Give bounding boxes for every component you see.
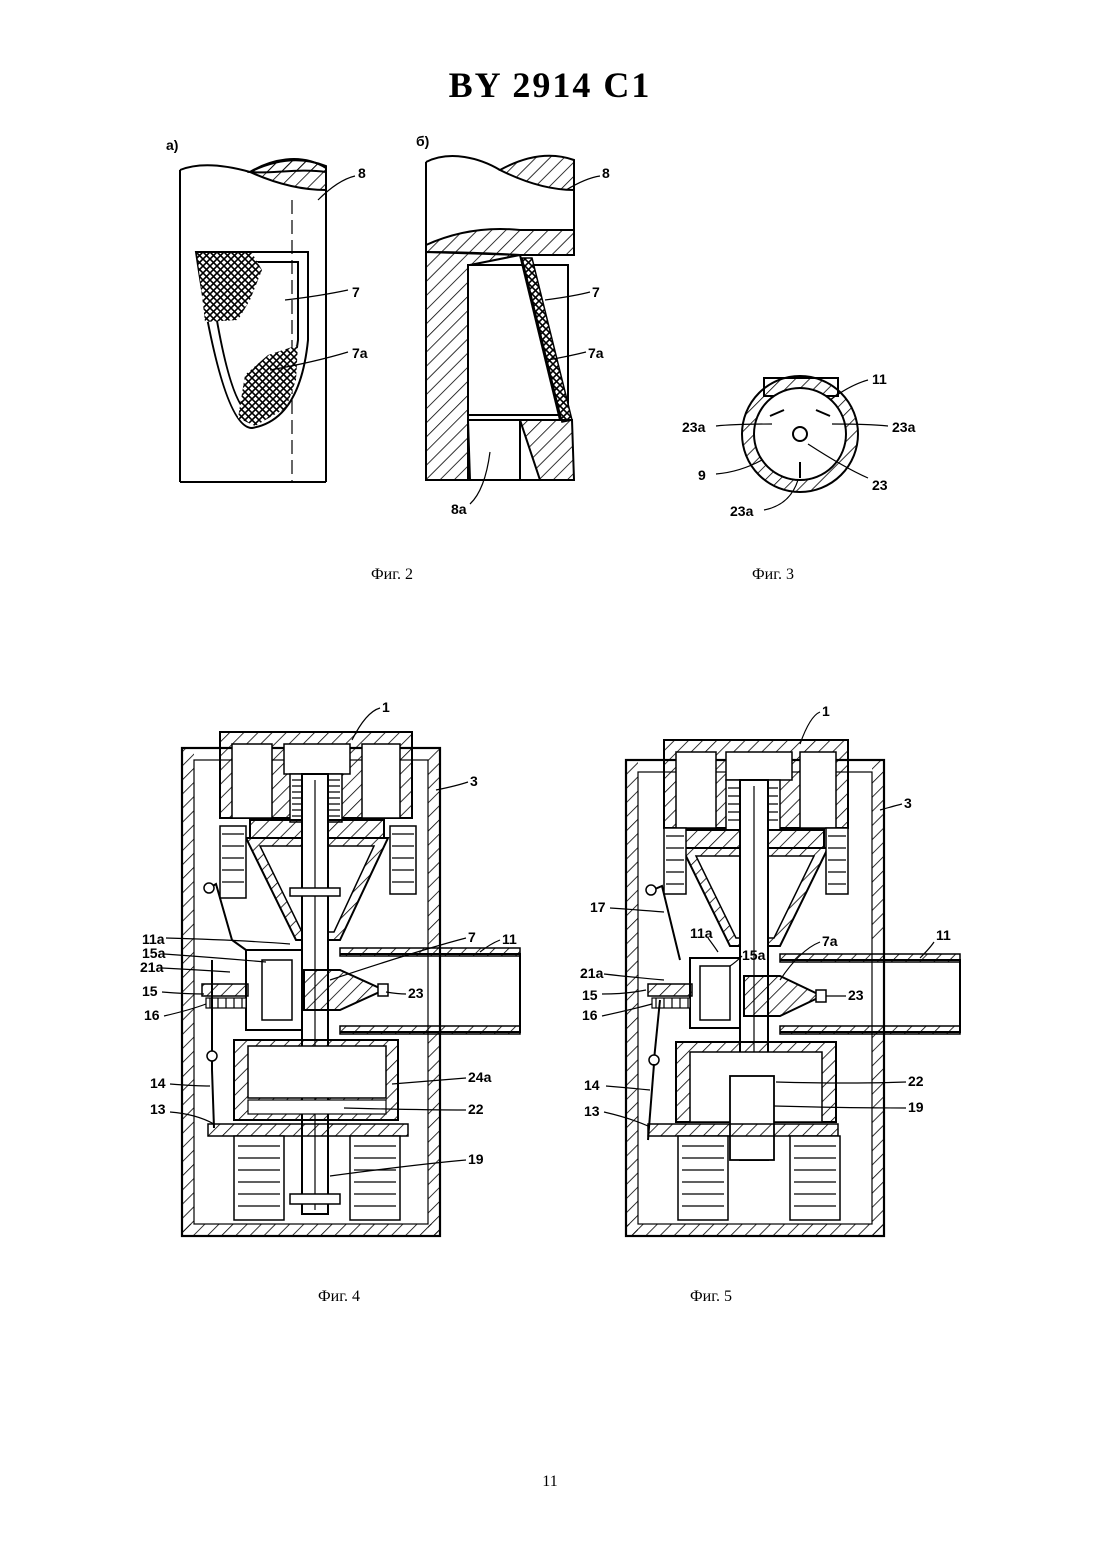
fig5-caption: Фиг. 5 [690, 1288, 732, 1306]
fig5-label-22: 22 [908, 1073, 924, 1089]
fig4-label-22: 22 [468, 1101, 484, 1117]
fig3-label-11: 11 [872, 371, 887, 387]
fig5-label-16: 16 [582, 1007, 598, 1023]
fig2-caption: Фиг. 2 [371, 566, 413, 584]
fig5-label-13: 13 [584, 1103, 600, 1119]
fig4-label-11: 11 [502, 931, 517, 947]
fig5-label-17: 17 [590, 899, 606, 915]
fig4-label-23: 23 [408, 985, 424, 1001]
fig2b-label-7a: 7a [588, 345, 604, 361]
fig2a-label-7: 7 [352, 284, 360, 300]
figure-4: 1 3 11a 15a 21a 7 11 15 23 16 14 24a 13 … [140, 699, 520, 1236]
figure-2b: б) 8 7 7a 8a [416, 133, 610, 517]
fig5-label-21a: 21a [580, 965, 604, 981]
fig2-sub-a: a) [166, 137, 178, 153]
fig5-label-11: 11 [936, 927, 951, 943]
fig4-label-14: 14 [150, 1075, 166, 1091]
fig3-label-23a-left: 23a [682, 419, 706, 435]
fig5-label-15: 15 [582, 987, 598, 1003]
page-number: 11 [0, 1473, 1100, 1491]
fig4-label-13: 13 [150, 1101, 166, 1117]
fig5-label-11a: 11a [690, 925, 713, 941]
fig3-caption: Фиг. 3 [752, 566, 794, 584]
fig5-label-14: 14 [584, 1077, 600, 1093]
fig5-label-3: 3 [904, 795, 912, 811]
fig5-label-15a: 15a [742, 947, 766, 963]
fig2b-label-8: 8 [602, 165, 610, 181]
fig2b-label-8a: 8a [451, 501, 467, 517]
fig2b-label-7: 7 [592, 284, 600, 300]
figure-2a: a) 8 7 7a [166, 137, 368, 482]
fig5-label-19: 19 [908, 1099, 924, 1115]
fig3-label-23a-right: 23a [892, 419, 916, 435]
fig4-label-24a: 24a [468, 1069, 492, 1085]
fig4-label-3: 3 [470, 773, 478, 789]
fig2a-label-7a: 7a [352, 345, 368, 361]
fig2-sub-b: б) [416, 133, 429, 149]
fig4-label-1: 1 [382, 699, 390, 715]
figure-3: 11 23a 23a 9 23 23a [682, 371, 916, 519]
fig4-label-15: 15 [142, 983, 158, 999]
fig4-label-7: 7 [468, 929, 476, 945]
fig5-label-23: 23 [848, 987, 864, 1003]
fig4-caption: Фиг. 4 [318, 1288, 360, 1306]
fig5-label-7a: 7a [822, 933, 838, 949]
fig4-label-21a: 21a [140, 959, 164, 975]
fig3-label-9: 9 [698, 467, 706, 483]
fig4-label-16: 16 [144, 1007, 160, 1023]
fig4-label-19: 19 [468, 1151, 484, 1167]
fig5-label-1: 1 [822, 703, 830, 719]
fig3-label-23a-bottom: 23a [730, 503, 754, 519]
fig2a-label-8: 8 [358, 165, 366, 181]
fig3-label-23: 23 [872, 477, 888, 493]
figure-5: 1 3 17 11a 15a 7a 11 21a 15 23 16 14 22 … [580, 703, 960, 1236]
